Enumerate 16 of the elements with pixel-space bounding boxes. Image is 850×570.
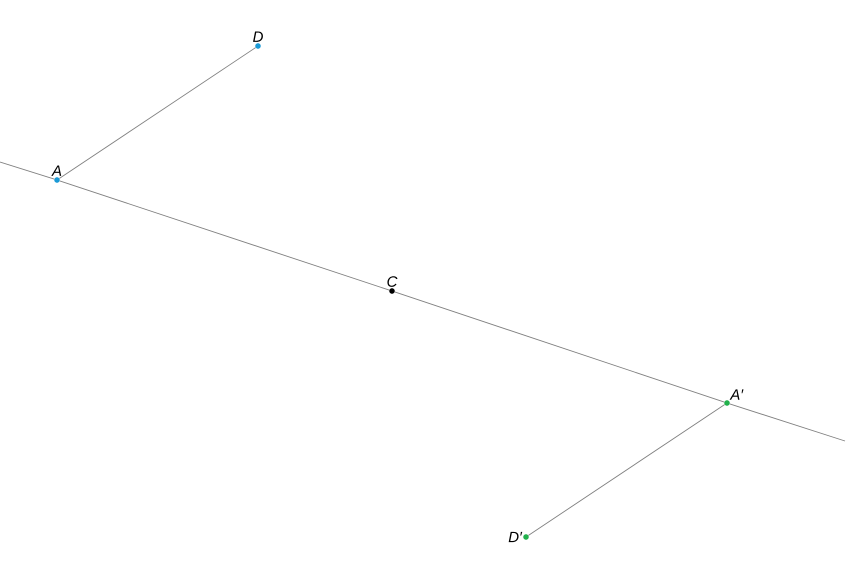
node-label: A bbox=[51, 166, 62, 176]
line-segment bbox=[59, 180, 390, 291]
node-label: C bbox=[387, 276, 398, 287]
node-label: D′ bbox=[508, 532, 522, 542]
line-segment bbox=[59, 47, 256, 179]
line-segment bbox=[729, 403, 846, 442]
point: D′ bbox=[508, 532, 529, 542]
point: A bbox=[51, 166, 62, 183]
node-label: A′ bbox=[730, 389, 744, 400]
point: C bbox=[387, 276, 398, 294]
point: D bbox=[253, 32, 263, 49]
line-segment bbox=[0, 162, 55, 180]
line-segment bbox=[528, 404, 725, 536]
node-label: D bbox=[253, 32, 263, 42]
point: A′ bbox=[724, 389, 744, 406]
line-segment bbox=[394, 292, 725, 403]
